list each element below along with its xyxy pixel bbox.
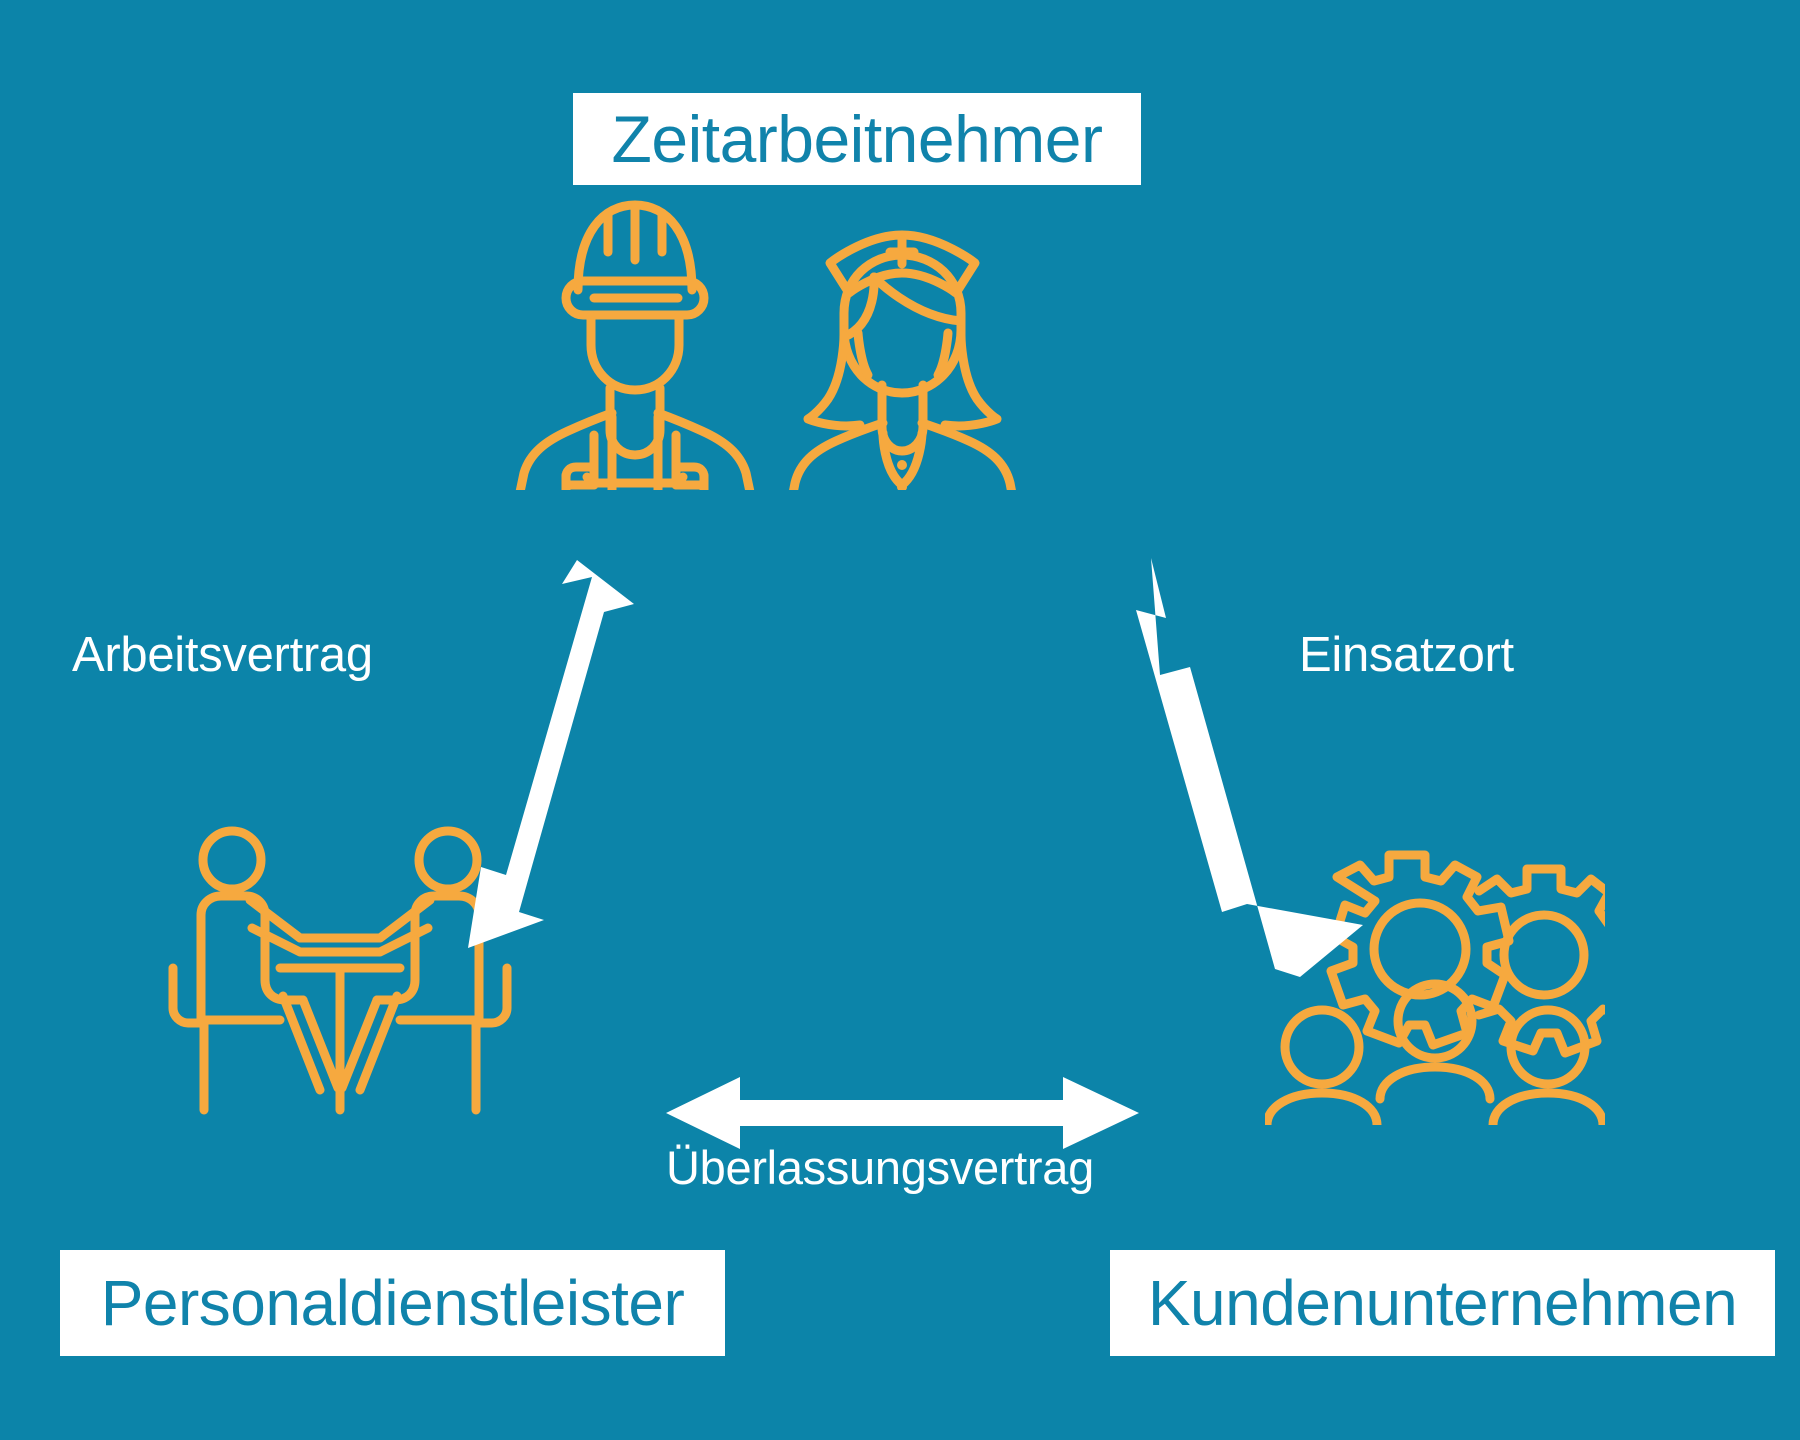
arrow-arbeitsvertrag bbox=[468, 560, 634, 948]
connection-label-arbeitsvertrag: Arbeitsvertrag bbox=[72, 628, 373, 682]
construction-worker-icon bbox=[515, 200, 755, 490]
connection-label-einsatzort: Einsatzort bbox=[1299, 628, 1514, 682]
connection-label-ueberlassungsvertrag: Überlassungsvertrag bbox=[666, 1141, 1094, 1194]
two-people-at-table-icon bbox=[168, 826, 512, 1115]
nurse-icon bbox=[789, 230, 1016, 490]
gears-and-people-icon bbox=[1265, 850, 1605, 1125]
node-label-personaldienstleister: Personaldienstleister bbox=[60, 1250, 725, 1356]
node-label-zeitarbeitnehmer: Zeitarbeitnehmer bbox=[573, 93, 1141, 185]
arrow-einsatzort bbox=[1136, 558, 1363, 977]
node-label-kundenunternehmen: Kundenunternehmen bbox=[1110, 1250, 1775, 1356]
arrow-ueberlassungsvertrag bbox=[666, 1077, 1139, 1149]
